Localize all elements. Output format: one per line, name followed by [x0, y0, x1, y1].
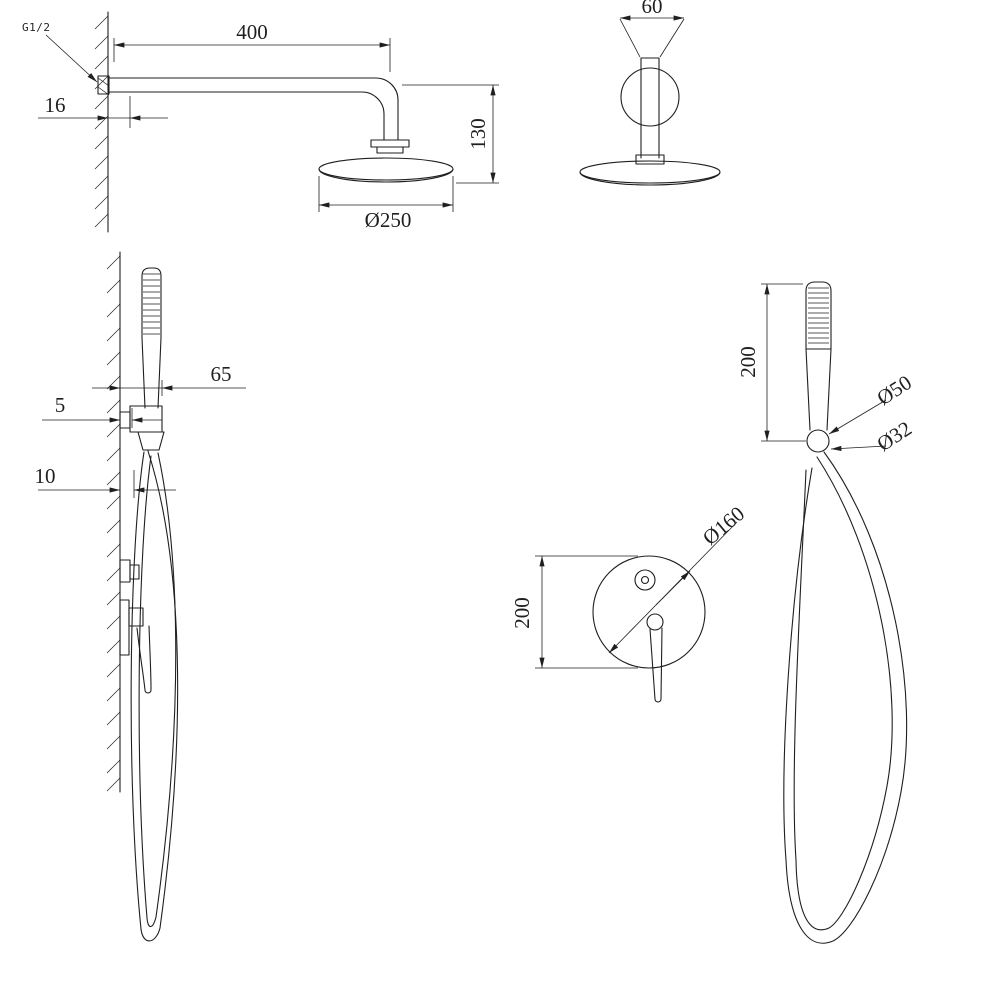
shower-head-rim-front — [579, 171, 721, 186]
wall-profile-view: 65 5 10 — [35, 251, 246, 942]
dim-head-diameter: Ø250 — [318, 176, 454, 232]
wall-hatching-lower — [106, 255, 121, 792]
rain-shower-front-view: 60 — [579, 0, 721, 186]
hose-nut-side — [137, 431, 165, 451]
handset-head-side — [141, 267, 162, 339]
dim-mixer-height-text: 200 — [510, 597, 534, 629]
dim-hub-width: 60 — [619, 0, 685, 58]
dim-plate-gap: 5 — [42, 393, 162, 428]
lever-handle — [649, 627, 663, 703]
dim-wall-offset-text: 16 — [45, 93, 66, 117]
handset-head — [805, 281, 832, 350]
dim-connector-diameter-text: Ø32 — [872, 416, 915, 456]
dim-holder-depth: 65 — [92, 362, 246, 396]
thread-connector-hatch — [97, 77, 110, 96]
lever-handle-side — [136, 625, 152, 694]
dim-arm-length-text: 400 — [236, 20, 268, 44]
thread-leader-line — [45, 34, 98, 83]
handset-head-hatch — [808, 287, 829, 344]
dim-outlet-gap-text: 10 — [35, 464, 56, 488]
diverter-knob-pin — [640, 575, 650, 585]
dim-outlet-gap: 10 — [35, 464, 176, 498]
dim-plate-gap-text: 5 — [55, 393, 66, 417]
head-connector — [635, 154, 665, 165]
holder-bracket — [129, 405, 163, 433]
hose-loop-side-outer — [130, 450, 179, 942]
dim-handset-length: 200 — [736, 283, 806, 442]
dim-connector-diameter: Ø32 — [830, 416, 916, 456]
handset-handle-side — [141, 337, 162, 409]
hand-shower-front-view: 200 Ø50 Ø32 — [736, 281, 916, 944]
arm-flange — [370, 139, 410, 148]
thread-label: G1/2 — [22, 21, 51, 34]
dim-hub-width-text: 60 — [642, 0, 663, 18]
shower-arm-inner — [108, 91, 385, 141]
dim-wall-offset: 16 — [38, 93, 168, 128]
diverter-knob — [634, 569, 656, 591]
dim-mixer-height: 200 — [510, 555, 638, 669]
diverter-knob-side — [129, 564, 140, 580]
dim-drop-height: 130 — [402, 84, 499, 184]
drop-pipe — [640, 57, 660, 159]
lever-hub-side — [128, 607, 144, 627]
ceiling-flange — [620, 67, 680, 127]
thread-connector — [97, 75, 110, 95]
dim-holder-depth-text: 65 — [211, 362, 232, 386]
dim-plate-diameter: Ø160 — [608, 501, 749, 654]
handset-handle — [805, 348, 832, 431]
dim-plate-diameter-text: Ø160 — [698, 501, 749, 549]
diverter-side — [119, 559, 131, 583]
shower-head-disc — [318, 157, 454, 181]
hose-loop-front-inner — [793, 456, 893, 931]
dim-arm-length: 400 — [113, 20, 391, 72]
wall-hatching — [94, 15, 109, 228]
hose-loop-front-outer — [783, 451, 908, 944]
shower-head-rim — [318, 168, 454, 183]
handset-head-side-hatch — [143, 273, 160, 335]
dim-drop-height-text: 130 — [466, 118, 490, 150]
mixer-body-side — [119, 599, 130, 656]
shower-arm-outer — [108, 77, 399, 141]
dim-head-diameter-text: Ø250 — [365, 208, 412, 232]
mixer-front-view: 200 Ø160 — [510, 501, 749, 703]
dim-handset-length-text: 200 — [736, 346, 760, 378]
arm-flange-step — [376, 146, 404, 154]
lever-hub — [646, 613, 664, 631]
holder-wall-mount — [119, 411, 131, 429]
rain-shower-side-view: G1/2 400 16 130 — [22, 11, 499, 233]
hose-loop-side-inner — [138, 452, 177, 928]
mixer-plate — [592, 555, 706, 669]
holder-ring — [806, 429, 830, 453]
